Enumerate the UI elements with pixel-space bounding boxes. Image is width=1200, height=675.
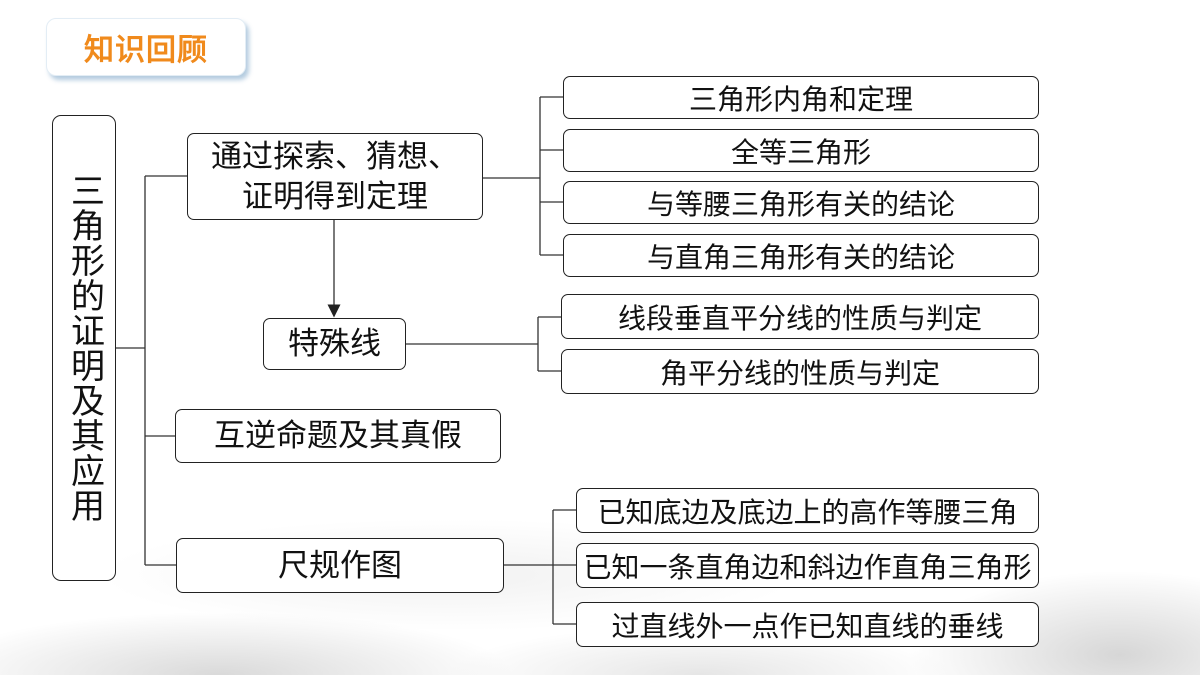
section-title: 知识回顾: [84, 33, 208, 68]
branch-special-lines-label: 特殊线: [288, 326, 381, 362]
leaf-angle-bisector: 角平分线的性质与判定: [561, 349, 1039, 394]
leaf-label: 线段垂直平分线的性质与判定: [617, 301, 982, 335]
leaf-label: 已知底边及底边上的高作等腰三角: [597, 495, 1018, 529]
branch-construction-label: 尺规作图: [278, 547, 402, 584]
branch-converse-propositions: 互逆命题及其真假: [175, 409, 501, 463]
leaf-construct-right: 已知一条直角边和斜边作直角三角形: [576, 543, 1039, 588]
branch-discovery-line2: 证明得到定理: [242, 178, 428, 215]
section-title-box: 知识回顾: [46, 18, 246, 76]
branch-converse-label: 互逆命题及其真假: [214, 418, 462, 454]
leaf-label: 过直线外一点作已知直线的垂线: [611, 609, 1004, 643]
branch-construction: 尺规作图: [176, 538, 504, 593]
leaf-angle-sum: 三角形内角和定理: [563, 76, 1039, 119]
leaf-label: 角平分线的性质与判定: [659, 356, 940, 390]
branch-discovery: 通过探索、猜想、 证明得到定理: [187, 133, 483, 220]
leaf-label: 已知一条直角边和斜边作直角三角形: [583, 550, 1032, 584]
branch-discovery-line1: 通过探索、猜想、: [211, 138, 459, 175]
leaf-label: 三角形内角和定理: [688, 82, 913, 116]
leaf-perpendicular-bisector: 线段垂直平分线的性质与判定: [561, 294, 1039, 339]
leaf-congruent: 全等三角形: [563, 129, 1039, 172]
leaf-construct-isosceles: 已知底边及底边上的高作等腰三角: [576, 488, 1039, 533]
leaf-label: 与等腰三角形有关的结论: [646, 187, 955, 221]
leaf-construct-perpendicular: 过直线外一点作已知直线的垂线: [576, 602, 1039, 647]
leaf-right-triangle: 与直角三角形有关的结论: [563, 234, 1039, 277]
root-node: 三角形的证明及其应用: [52, 115, 116, 581]
leaf-isosceles: 与等腰三角形有关的结论: [563, 181, 1039, 224]
leaf-label: 全等三角形: [730, 135, 871, 169]
branch-special-lines: 特殊线: [263, 318, 406, 370]
root-label: 三角形的证明及其应用: [64, 173, 105, 523]
leaf-label: 与直角三角形有关的结论: [646, 240, 955, 274]
